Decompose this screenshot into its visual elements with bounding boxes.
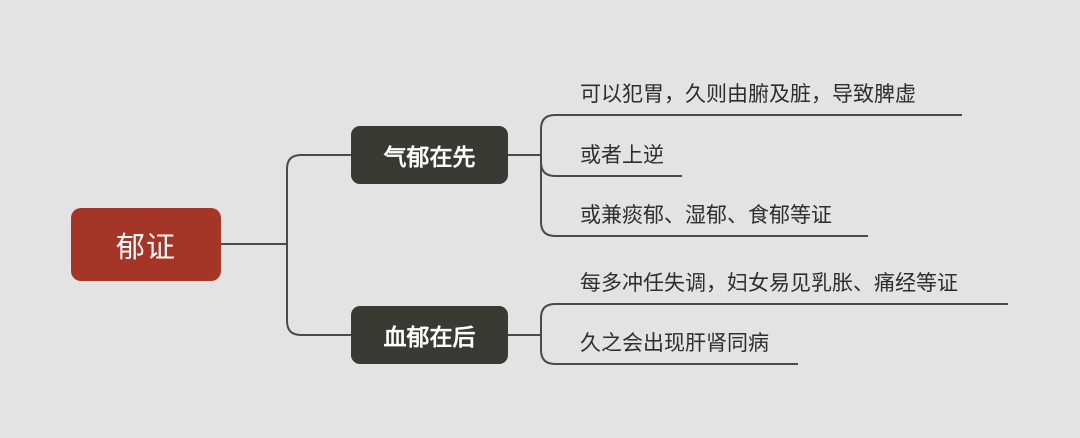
branch-node-qi-yu: 气郁在先 [351, 126, 508, 184]
root-label: 郁证 [115, 229, 176, 264]
leaf-topic: 久之会出现肝肾同病 [580, 331, 769, 355]
connector-root-to-branch-0 [286, 154, 351, 244]
leaf-topic: 或者上逆 [580, 143, 664, 167]
connector-branch-0-leaf-2 [540, 155, 868, 237]
connector-branch-1-leaf-0 [540, 303, 1008, 335]
leaf-topic: 可以犯胃，久则由腑及脏，导致脾虚 [580, 82, 916, 106]
connector-branch-1-leaf-1 [540, 335, 798, 365]
branch-node-xue-yu: 血郁在后 [351, 306, 508, 364]
leaf-topic: 或兼痰郁、湿郁、食郁等证 [580, 203, 832, 227]
root-node: 郁证 [71, 208, 221, 281]
connector-root-to-branch-1 [286, 244, 351, 336]
branch-label: 血郁在后 [383, 325, 476, 351]
leaf-topic: 每多冲任失调，妇女易见乳胀、痛经等证 [580, 271, 958, 295]
connector-branch-0-leaf-0 [540, 114, 962, 155]
branch-label: 气郁在先 [383, 145, 476, 171]
